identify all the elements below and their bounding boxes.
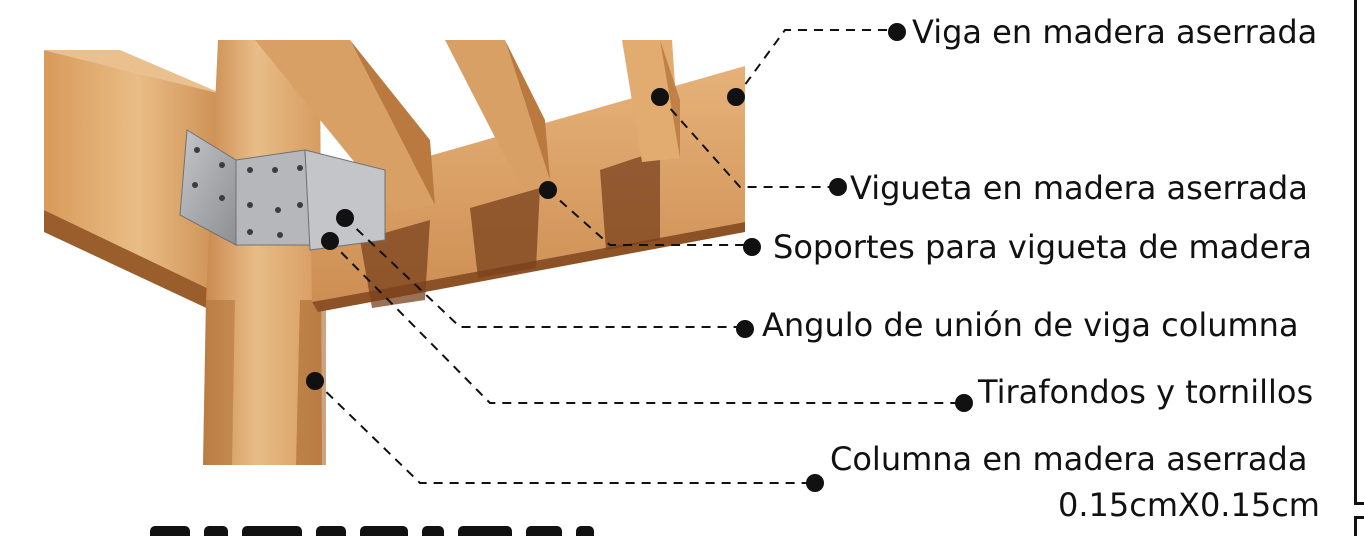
joist-2: [445, 40, 550, 186]
dot-columna-end: [806, 474, 824, 492]
bracket-screws: [192, 147, 303, 238]
joist-1: [255, 40, 435, 212]
label-viga: Viga en madera aserrada: [912, 13, 1318, 51]
dot-columna-start: [306, 372, 324, 390]
leader-soportes: [547, 189, 750, 246]
label-vigueta: Vigueta en madera aserrada: [850, 169, 1308, 207]
dot-tirafondos-end: [955, 394, 973, 412]
column: [203, 40, 326, 465]
dot-viga-start: [727, 88, 745, 106]
dot-vigueta-start: [651, 88, 669, 106]
dot-angulo-start: [336, 209, 354, 227]
leader-columna: [314, 380, 815, 484]
dot-angulo-end: [736, 320, 754, 338]
frame-border-corner-v: [1354, 516, 1357, 536]
leader-angulo: [344, 217, 745, 328]
label-angulo: Angulo de unión de viga columna: [762, 306, 1299, 344]
label-columna-line1: Columna en madera aserrada: [830, 440, 1308, 478]
joist-3: [622, 40, 680, 162]
leader-viga: [735, 29, 895, 98]
frame-border-corner: [1354, 516, 1364, 519]
label-columna-line2: 0.15cmX0.15cm: [1058, 486, 1320, 524]
leader-tirafondos: [329, 240, 962, 404]
left-beam: [44, 50, 260, 320]
leader-vigueta: [659, 96, 838, 188]
dot-tirafondos-start: [321, 232, 339, 250]
label-soportes: Soportes para vigueta de madera: [773, 228, 1313, 266]
leader-lines: [314, 29, 962, 484]
frame-border-bottom: [1354, 502, 1364, 505]
dot-vigueta-end: [829, 178, 847, 196]
cropped-heading-fragment: [150, 526, 770, 536]
dot-soportes-start: [539, 181, 557, 199]
label-tirafondos: Tirafondos y tornillos: [978, 373, 1314, 411]
dot-viga-end: [888, 23, 906, 41]
leader-dots: [306, 23, 973, 492]
dot-soportes-end: [743, 238, 761, 256]
frame-border-right: [1354, 0, 1357, 505]
angle-bracket: [179, 129, 386, 251]
